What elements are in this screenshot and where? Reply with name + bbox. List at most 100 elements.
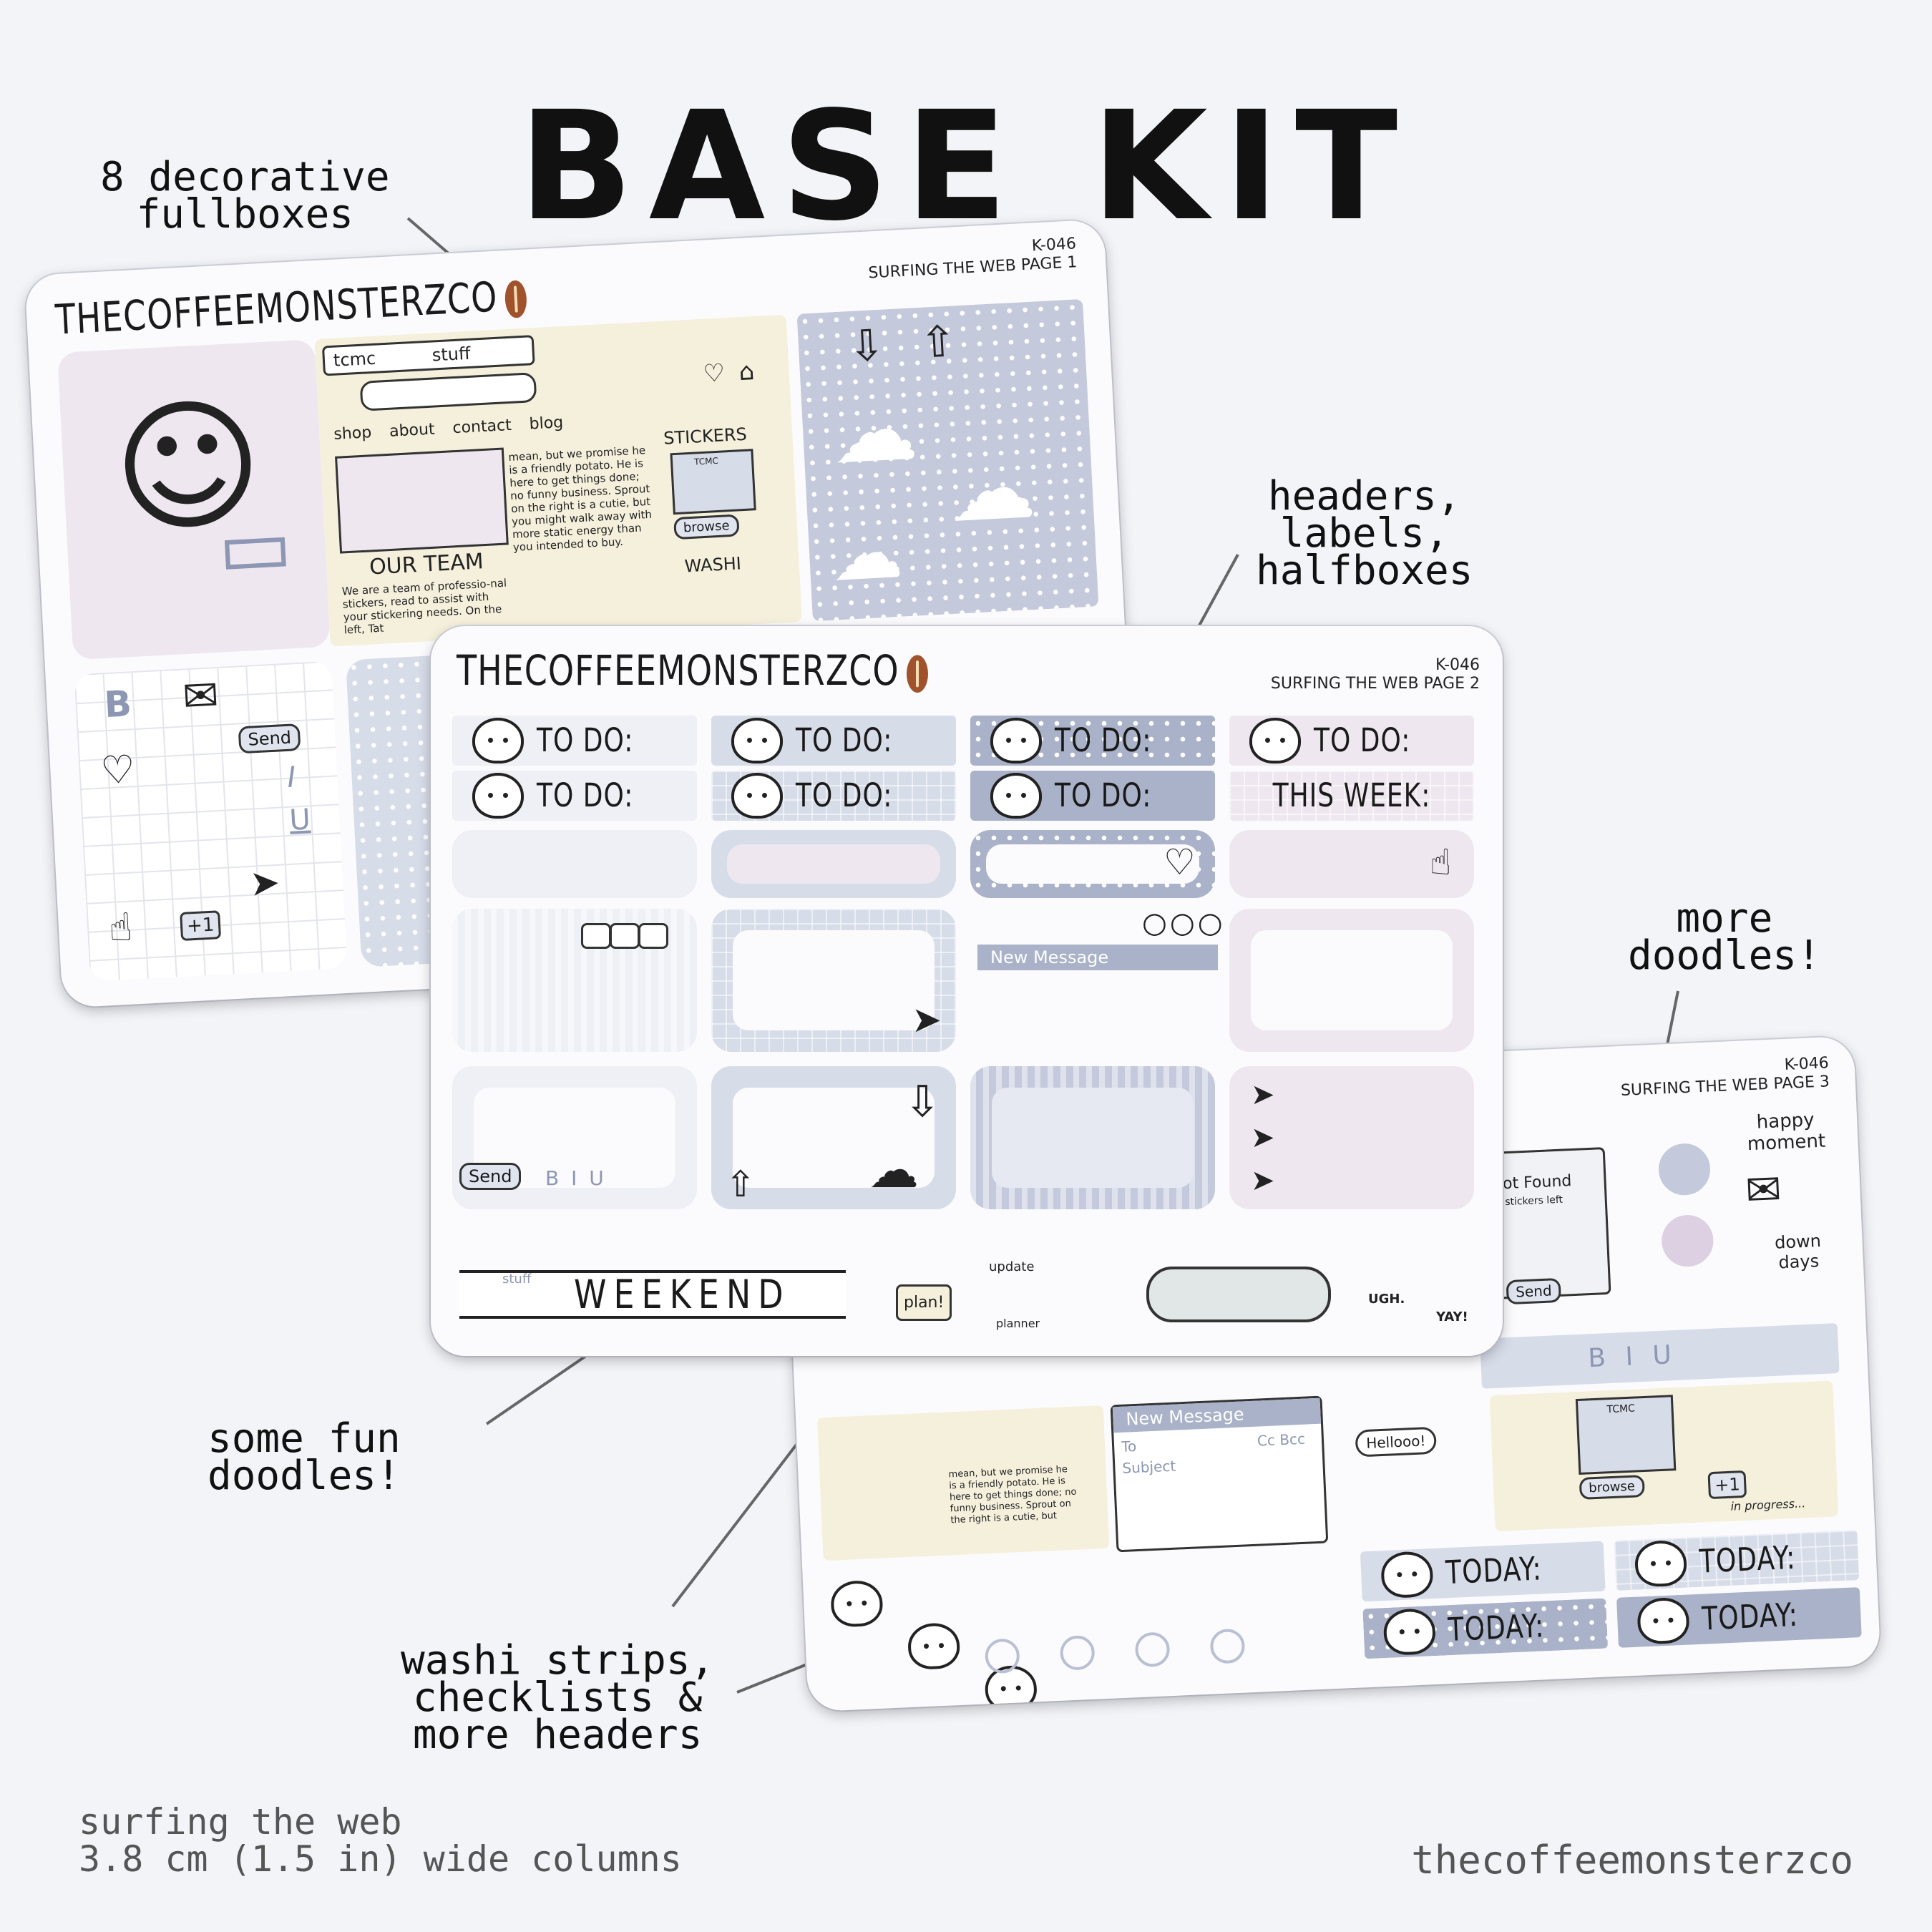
cloud-icon: ☁: [947, 437, 1038, 542]
cloud-icon: ☁: [829, 509, 905, 597]
cloud-icon: ☁: [869, 1141, 919, 1199]
story-text: mean, but we promise he is a friendly po…: [948, 1464, 1077, 1526]
face-icon: [1061, 1707, 1115, 1712]
face-icon: [990, 773, 1042, 819]
cursor-icon: ➤: [248, 861, 281, 904]
close-icon: [638, 923, 668, 949]
browse-strip: TCMC browse +1 in progress...: [1489, 1380, 1839, 1532]
format-icons: B I U: [545, 1166, 607, 1190]
header-this-week: THIS WEEK:: [1229, 771, 1474, 821]
send-button: Send: [459, 1163, 522, 1190]
face-icon: [1636, 1596, 1690, 1645]
halfbox: ➤ ➤ ➤: [1229, 1066, 1474, 1209]
underline-icon: U: [288, 803, 312, 837]
sticker-thumbnail: TCMC: [670, 449, 756, 515]
cursor-icon: ➤: [1251, 1121, 1275, 1154]
face-icon: [1249, 718, 1301, 763]
header-todo: TO DO:: [452, 716, 697, 766]
speech-bubble: [1146, 1267, 1331, 1322]
header-todo: TO DO:: [452, 771, 697, 821]
format-icons: B I U: [1587, 1340, 1678, 1374]
label-box: [711, 830, 956, 898]
new-message-window: New Message To Cc Bcc Subject: [1110, 1395, 1329, 1553]
planner-label: planner: [996, 1317, 1040, 1330]
halfbox-clouds: ☁ ⇧ ⇩: [711, 1066, 956, 1209]
cloud-icon: ☁: [829, 379, 920, 484]
message-halfbox: ○○○ New Message: [970, 909, 1223, 1052]
sticker-thumbnail: TCMC: [1575, 1395, 1677, 1475]
fullbox-browser: tcmc stuff ♡ ⌂ shop about contact blog O…: [314, 314, 803, 647]
weekend-label: WEEKEND: [574, 1271, 791, 1318]
halfbox-striped: [970, 1066, 1215, 1209]
weekend-washi-strip: stuff WEEKEND: [459, 1270, 846, 1319]
header-today: TODAY:: [1614, 1530, 1860, 1591]
arrow-down-icon: ⇩: [904, 1077, 941, 1127]
new-message-bar: New Message: [1112, 1397, 1322, 1433]
arrow-up-icon: ⇧: [919, 316, 957, 369]
plus-one-badge: +1: [180, 910, 222, 942]
down-days-label: down days: [1774, 1230, 1822, 1273]
new-message-bar: New Message: [977, 945, 1218, 970]
sheet-brand: THECOFFEEMONSTERZCO: [457, 646, 928, 695]
envelope-icon: ✉: [181, 670, 220, 723]
label-box: ☝: [1229, 830, 1474, 898]
pointer-hand-icon: ☝: [107, 904, 134, 951]
coffee-bean-icon: [906, 654, 928, 693]
checkbox-circle: [1059, 1634, 1096, 1671]
happy-moment-label: happy moment: [1747, 1109, 1826, 1156]
fullbox-headphones: ☺ ▭: [57, 339, 331, 660]
halfbox: Send B I U: [452, 1066, 697, 1209]
italic-icon: I: [286, 761, 297, 794]
header-today: TODAY:: [1360, 1541, 1606, 1602]
pointer-hand-icon: ☝: [1430, 841, 1452, 883]
face-icon: [1382, 1608, 1437, 1657]
tab-tcmc: tcmc: [333, 348, 376, 371]
footer-description: surfing the web 3.8 cm (1.5 in) wide col…: [79, 1801, 682, 1880]
browse-button: browse: [1579, 1475, 1645, 1500]
fullbox-grid-doodles: B ✉ Send ♡ I U ☝ +1 ➤: [74, 660, 348, 982]
arrow-down-icon: ⇩: [847, 320, 887, 373]
browser-strip: mean, but we promise he is a friendly po…: [816, 1405, 1110, 1561]
header-todo: TO DO:: [970, 716, 1215, 766]
cursor-icon: ➤: [1251, 1164, 1275, 1197]
face-icon: [907, 1622, 961, 1671]
header-todo: TO DO:: [1229, 716, 1474, 766]
heart-bubble-icon: ♡: [99, 746, 137, 794]
minimize-icon: [581, 923, 611, 949]
callout-headers: headers, labels, halfboxes: [1256, 473, 1473, 594]
yay-label: YAY!: [1436, 1309, 1468, 1324]
header-today: TODAY:: [1616, 1587, 1862, 1648]
page-title: BASE KIT: [518, 79, 1414, 254]
heart-bubble-icon: ♡: [1163, 841, 1196, 883]
fullbox-clouds: ☁ ☁ ☁ ⇧ ⇩: [796, 298, 1099, 622]
hello-speech-bubble: Hellooo!: [1355, 1426, 1438, 1458]
halfbox: ➤: [711, 909, 956, 1052]
label-box: ♡: [970, 830, 1215, 898]
send-button: Send: [238, 723, 301, 754]
header-today: TODAY:: [1362, 1598, 1609, 1659]
laptop-icon: ▭: [215, 499, 295, 595]
callout-washi: washi strips, checklists & more headers: [401, 1637, 715, 1758]
sticker-sheet-page-2: THECOFFEEMONSTERZCO K-046 SURFING THE WE…: [431, 626, 1503, 1356]
face-icon: [731, 718, 783, 763]
sheet-code: K-046 SURFING THE WEB PAGE 1: [867, 235, 1078, 283]
face-icon: [1634, 1539, 1688, 1588]
nav-links: shop about contact blog: [333, 414, 564, 444]
home-icon: ⌂: [738, 357, 756, 387]
in-progress-label: in progress...: [1730, 1496, 1806, 1513]
browse-button: browse: [673, 514, 740, 540]
washi-heading: WASHI: [684, 553, 742, 577]
header-todo: TO DO:: [711, 771, 956, 821]
checkbox-circle: [1134, 1631, 1171, 1668]
label-box: [452, 830, 697, 898]
send-button: Send: [1506, 1277, 1562, 1305]
plus-one-badge: +1: [1707, 1470, 1747, 1500]
ugh-label: UGH.: [1368, 1292, 1405, 1307]
heart-icon: ♡: [702, 358, 726, 389]
face-icon: [1380, 1551, 1434, 1599]
coffee-bean-icon: [504, 279, 527, 318]
envelope-heart-icon: ✉: [1744, 1164, 1783, 1216]
team-picture: [335, 447, 509, 554]
dots-icon: ○○○: [1142, 907, 1226, 940]
search-bar: [359, 372, 537, 411]
